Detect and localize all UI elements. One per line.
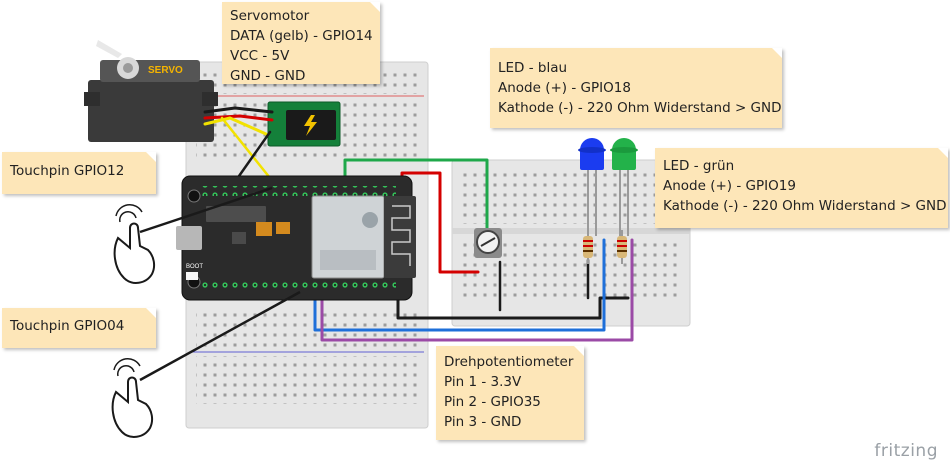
servo-wire-yellow: [203, 116, 268, 136]
esp32-board: BOOT: [176, 175, 416, 301]
boot-label: BOOT: [186, 264, 203, 270]
note-poti-line-2: Pin 1 - 3.3V: [444, 374, 522, 390]
note-servo-line-1: Servomotor: [230, 8, 310, 24]
power-jack: [267, 101, 341, 147]
note-led-blue-line-1: LED - blau: [498, 60, 568, 76]
note-led-green-line-2: Anode (+) - GPIO19: [663, 178, 796, 194]
resistor-blue: [583, 230, 593, 264]
led-blue: [578, 138, 606, 236]
hand-icon-gpio04: [111, 358, 154, 438]
servo-motor: SERVO: [84, 40, 218, 142]
note-touch-gpio12: Touchpin GPIO12: [2, 152, 156, 194]
servo-wire-red: [203, 114, 274, 122]
wire-black-gnd-board: [396, 288, 630, 320]
touch-wire-gpio04: [139, 290, 301, 382]
note-led-blue: LED - blau Anode (+) - GPIO18 Kathode (-…: [490, 48, 782, 128]
wire-green-3v3: [343, 158, 489, 234]
fritzing-brand: fritzing: [874, 441, 938, 461]
resistor-green: [617, 230, 627, 264]
breadboard-left: [185, 61, 429, 429]
note-poti-line-4: Pin 3 - GND: [444, 414, 522, 430]
note-poti-line-3: Pin 2 - GPIO35: [444, 394, 541, 410]
hand-icon-gpio12: [113, 204, 156, 284]
note-potentiometer: Drehpotentiometer Pin 1 - 3.3V Pin 2 - G…: [436, 346, 584, 440]
note-led-green-line-3: Kathode (-) - 220 Ohm Widerstand > GND: [663, 198, 947, 214]
note-touch-gpio04: Touchpin GPIO04: [2, 308, 156, 348]
wires: [203, 106, 634, 342]
note-servo: Servomotor DATA (gelb) - GPIO14 VCC - 5V…: [222, 2, 380, 84]
wire-purple-gpio19: [320, 238, 634, 342]
note-servo-line-2: DATA (gelb) - GPIO14: [230, 28, 373, 44]
note-touch-gpio04-line-1: Touchpin GPIO04: [10, 318, 125, 334]
note-led-blue-line-2: Anode (+) - GPIO18: [498, 80, 631, 96]
note-led-blue-line-3: Kathode (-) - 220 Ohm Widerstand > GND: [498, 100, 782, 116]
servo-label: SERVO: [148, 65, 183, 76]
note-led-green-line-1: LED - grün: [663, 158, 735, 174]
potentiometer: [474, 228, 502, 258]
wire-blue-gpio18: [313, 238, 606, 332]
note-touch-gpio12-line-1: Touchpin GPIO12: [10, 163, 125, 179]
servo-wire-black: [203, 106, 274, 114]
led-green: [610, 138, 638, 236]
touch-wire-gpio12: [139, 186, 273, 234]
note-led-green: LED - grün Anode (+) - GPIO19 Kathode (-…: [655, 148, 948, 228]
note-servo-line-3: VCC - 5V: [230, 48, 290, 64]
note-servo-line-4: GND - GND: [230, 68, 306, 84]
note-poti-line-1: Drehpotentiometer: [444, 354, 574, 370]
